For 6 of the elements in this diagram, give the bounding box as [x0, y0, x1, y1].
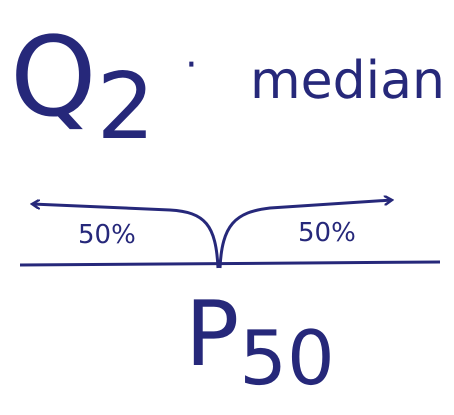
separator-dot: · [185, 45, 198, 85]
percentile-symbol: P$_{50}$ [185, 290, 335, 396]
percent-label: 50% [298, 220, 356, 246]
percent-label: 50% [78, 222, 136, 248]
heading-text: median [250, 55, 445, 107]
quartile-symbol: Q$_{2}$ [10, 22, 155, 153]
